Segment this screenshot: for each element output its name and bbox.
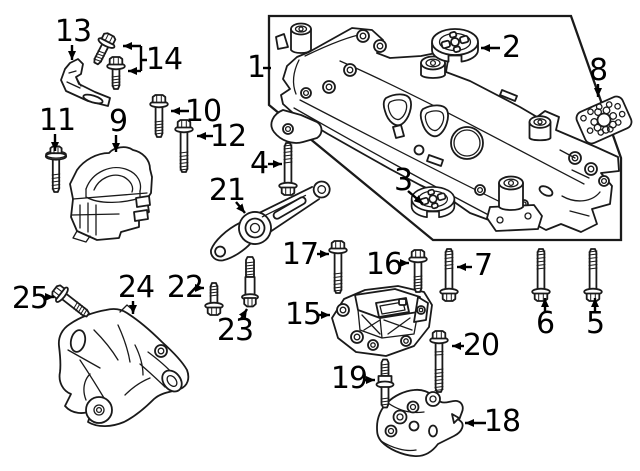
bolt-5 [583, 248, 603, 302]
callout-3[interactable]: 3 [393, 163, 413, 198]
callout-10[interactable]: 10 [184, 94, 222, 129]
callout-17[interactable]: 17 [281, 237, 319, 272]
callout-19[interactable]: 19 [330, 361, 368, 396]
callout-23[interactable]: 23 [216, 313, 254, 348]
bolt-20 [429, 330, 449, 393]
callout-25[interactable]: 25 [11, 281, 49, 316]
mounting-plate [575, 95, 633, 145]
callout-11[interactable]: 11 [38, 103, 76, 138]
callout-24[interactable]: 24 [117, 270, 155, 305]
callout-22[interactable]: 22 [166, 270, 204, 305]
leader-lines [45, 42, 602, 427]
lower-support-bracket [376, 388, 464, 457]
bolt-4 [278, 142, 298, 196]
bolt-16 [408, 249, 428, 293]
bolt-10 [149, 94, 169, 138]
engine-support-bracket [57, 304, 190, 428]
pendulum-mount [210, 180, 331, 262]
callout-7[interactable]: 7 [473, 248, 493, 283]
stud-19 [375, 358, 395, 409]
callout-21[interactable]: 21 [208, 173, 246, 208]
engine-mount-bushing-2 [431, 27, 479, 63]
callout-14[interactable]: 14 [145, 42, 183, 77]
callout-9[interactable]: 9 [108, 104, 128, 139]
subframe-box-frame [267, 14, 623, 242]
engine-mount [69, 146, 153, 243]
callout-1[interactable]: 1 [246, 50, 266, 85]
callout-20[interactable]: 20 [462, 328, 500, 363]
callout-15[interactable]: 15 [284, 297, 322, 332]
bolt-22 [204, 282, 224, 316]
small-bracket [60, 58, 111, 107]
callout-13[interactable]: 13 [54, 14, 92, 49]
engine-mount-bushing-3 [410, 185, 456, 219]
callout-6[interactable]: 6 [535, 306, 555, 341]
callout-8[interactable]: 8 [588, 53, 608, 88]
subframe-crossmember [270, 22, 620, 233]
callout-5[interactable]: 5 [585, 306, 605, 341]
bolt-17 [328, 240, 348, 294]
callout-18[interactable]: 18 [483, 404, 521, 439]
fasteners [44, 29, 603, 409]
bolt-11 [44, 145, 68, 193]
bolt-6 [531, 248, 551, 302]
bolt-14b [106, 56, 126, 90]
bolt-7 [439, 248, 459, 302]
callout-2[interactable]: 2 [501, 30, 521, 65]
stud-23 [241, 256, 259, 308]
transmission-mount [331, 285, 433, 357]
bolt-25 [48, 281, 95, 323]
callout-12[interactable]: 12 [209, 119, 247, 154]
callout-4[interactable]: 4 [249, 146, 269, 181]
callout-16[interactable]: 16 [365, 247, 403, 282]
